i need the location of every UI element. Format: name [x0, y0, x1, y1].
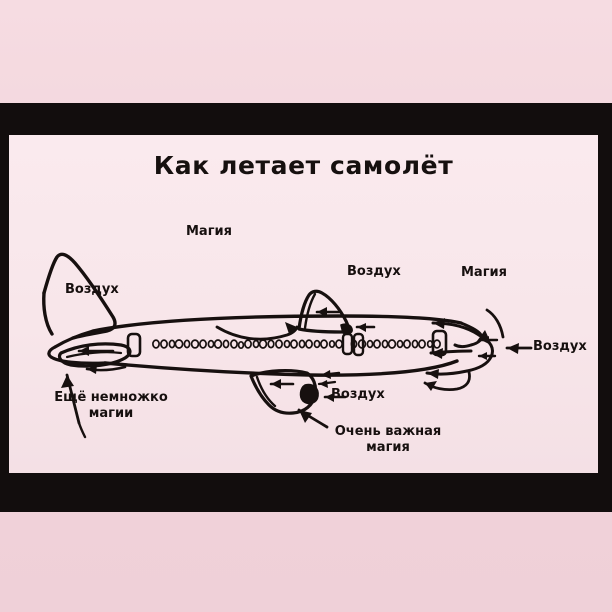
label-nose-magic: Магия: [461, 265, 507, 280]
nose-cap: [453, 321, 483, 348]
nose-curl-right-head: [427, 369, 439, 379]
label-upper-wing-magic: Магия: [186, 224, 232, 239]
lower-wing-top-arrow-head: [321, 370, 331, 379]
lower-wing-spar: [255, 375, 277, 408]
tailcone-lower: [47, 345, 107, 365]
page-title: Как летает самолёт: [153, 151, 454, 180]
airplane-diagram: [42, 252, 533, 439]
label-lower-wing-air: Воздух: [331, 387, 385, 402]
label-tail-magic-line1: Ещё немножко: [54, 390, 168, 405]
upper-wing-spar: [303, 292, 317, 330]
label-nose-air: Воздух: [533, 339, 587, 354]
stabilizer-crease: [65, 351, 123, 359]
upper-magic-arrow-shaft: [215, 325, 299, 341]
nose-arrow-mid-head: [431, 348, 443, 359]
upper-wing-engine-arrow-head: [357, 323, 366, 332]
nose-lower-hook-head: [425, 381, 437, 391]
upper-wing-arrow-head: [317, 307, 327, 317]
label-lower-wing-magic-line2: магия: [366, 440, 410, 455]
nose-short-arrow2-head: [479, 352, 487, 360]
horizontal-stabilizer: [57, 342, 132, 368]
fuselage-bottom-line: [103, 359, 459, 377]
lower-wing-top-arrow2-head: [319, 380, 328, 388]
label-lower-wing-magic-line1: Очень важная: [334, 424, 442, 439]
fuselage-top-line: [91, 314, 463, 333]
image-panel: Как летает самолёт: [9, 135, 598, 473]
lower-wing-engine: [299, 383, 319, 405]
nose-arrow-upper-head: [433, 318, 445, 329]
nose-air-arrow-head: [507, 343, 519, 354]
vertical-tailfin: [42, 252, 117, 340]
upper-magic-arrow-head: [285, 322, 297, 334]
fuselage-door-mid-b: [352, 332, 365, 357]
label-upper-wing-air: Воздух: [347, 264, 401, 279]
tail-magic-arrow-head: [61, 375, 74, 388]
lower-engine-arrow-head: [325, 393, 334, 402]
nose-magic-arrow-shaft: [485, 308, 505, 339]
label-tail-magic-line2: магии: [88, 406, 134, 421]
fuselage-door-rear: [126, 332, 142, 358]
nose-short-arrow1-head: [481, 336, 489, 344]
lower-wing: [249, 369, 318, 415]
upper-wing-engine: [340, 323, 353, 335]
stabilizer-lower-arrow-head: [87, 365, 97, 374]
stabilizer-arrow-head: [79, 346, 89, 356]
fuselage-window-row: [152, 339, 441, 350]
label-tail-air: Воздух: [65, 282, 119, 297]
tail-magic-arrow-tail: [77, 421, 87, 439]
tailfin-leading-edge: [42, 291, 54, 336]
lower-magic-arrow-head: [299, 410, 312, 423]
lower-wing-arrow-head: [271, 379, 281, 389]
upper-wing: [297, 289, 350, 334]
